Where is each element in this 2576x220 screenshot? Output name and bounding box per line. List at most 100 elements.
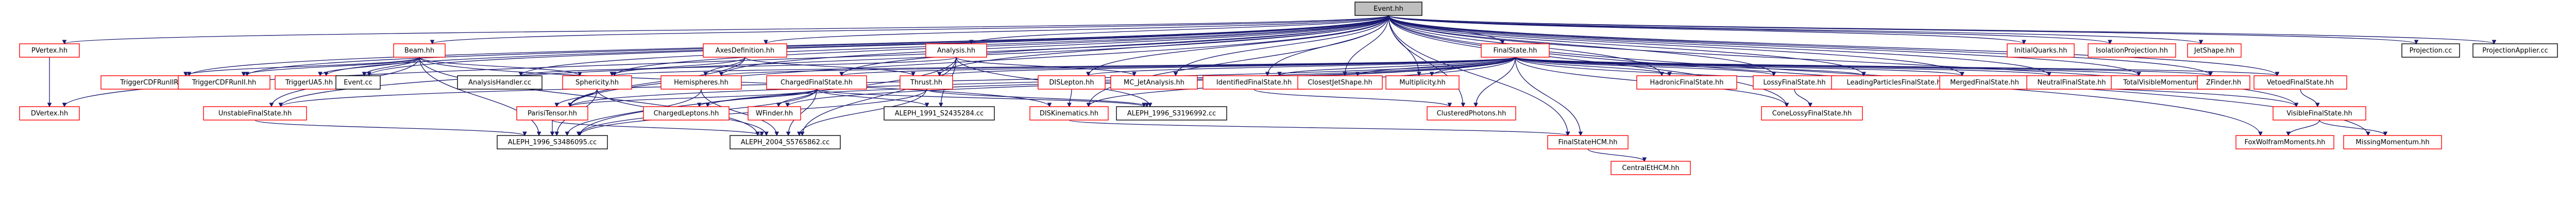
node-wfinder[interactable]: WFinder.hh — [748, 106, 801, 121]
node-jet-shape[interactable]: JetShape.hh — [2187, 43, 2242, 58]
node-dis-lepton[interactable]: DISLepton.hh — [1038, 75, 1106, 90]
node-label: FinalState.hh — [1494, 47, 1537, 55]
node-label: PVertex.hh — [31, 47, 67, 55]
node-box — [2026, 75, 2117, 90]
node-aleph-1996-s3196992[interactable]: ALEPH_1996_S3196992.cc — [1116, 106, 1227, 121]
node-vetoed-fs[interactable]: VetoedFinalState.hh — [2253, 75, 2347, 90]
edge-parisi-tensor-to-aleph-1996-s3486095 — [550, 120, 555, 137]
node-fox-wolfram[interactable]: FoxWolframMoments.hh — [2235, 135, 2334, 149]
node-label: Multiplicity.hh — [1399, 79, 1446, 87]
edge-charged-fs-to-charged-leptons — [697, 89, 817, 108]
node-label: ZFinder.hh — [2206, 79, 2241, 87]
node-projection-applier[interactable]: ProjectionApplier.cc — [2472, 43, 2558, 58]
edge-event-to-analysis — [969, 15, 1389, 45]
edge-arrow-icon — [1047, 103, 1052, 108]
node-multiplicity[interactable]: Multiplicity.hh — [1385, 75, 1460, 90]
edge-line — [1279, 57, 1516, 76]
edge-parisi-tensor-to-aleph-2004 — [552, 120, 765, 137]
node-unstable-fs[interactable]: UnstableFinalState.hh — [203, 106, 307, 121]
edge-hemispheres-to-aleph-1996-s3486095 — [565, 89, 702, 137]
node-closest-jet[interactable]: ClosestJetShape.hh — [1297, 75, 1383, 90]
edge-arrow-icon — [1132, 72, 1137, 77]
edge-line — [1388, 15, 1865, 76]
node-final-state[interactable]: FinalState.hh — [1481, 43, 1550, 58]
node-box — [335, 75, 381, 90]
edge-event-to-mc-jet — [1173, 15, 1389, 77]
node-lossy-fs[interactable]: LossyFinalState.hh — [1753, 75, 1836, 90]
node-label: TriggerCDFRunII.hh — [192, 79, 257, 87]
edge-arrow-icon — [536, 131, 541, 137]
edge-line — [368, 15, 1389, 76]
edge-line — [64, 15, 1389, 44]
edge-line — [1088, 15, 1389, 76]
node-beam[interactable]: Beam.hh — [393, 43, 446, 58]
node-axes-def[interactable]: AxesDefinition.hh — [703, 43, 787, 58]
node-missing-momentum[interactable]: MissingMomentum.hh — [2343, 135, 2442, 149]
node-dis-kinematics[interactable]: DISKinematics.hh — [1029, 106, 1109, 121]
node-charged-fs[interactable]: ChargedFinalState.hh — [766, 75, 867, 90]
node-neutral-fs[interactable]: NeutralFinalState.hh — [2026, 75, 2117, 90]
node-analysis[interactable]: Analysis.hh — [925, 43, 987, 58]
edge-line — [1388, 15, 2050, 76]
edge-event-to-projection-applier — [1388, 15, 2497, 45]
edge-arrow-icon — [2286, 131, 2291, 137]
edge-line — [701, 89, 777, 136]
node-label: ConeLossyFinalState.hh — [1772, 110, 1852, 117]
node-aleph-1991[interactable]: ALEPH_1991_S2435284.cc — [884, 106, 995, 121]
edge-event-to-event-cc — [367, 15, 1389, 77]
node-box — [19, 106, 80, 121]
node-event-cc[interactable]: Event.cc — [335, 75, 381, 90]
node-label: NeutralFinalState.hh — [2038, 79, 2106, 87]
node-leading-particles[interactable]: LeadingParticlesFinalState.hh — [1831, 75, 1961, 90]
node-final-state-hcm[interactable]: FinalStateHCM.hh — [1547, 135, 1629, 149]
edge-arrow-icon — [2315, 103, 2320, 108]
node-aleph-1996-s3486095[interactable]: ALEPH_1996_S3486095.cc — [497, 135, 608, 149]
node-isolation-proj[interactable]: IsolationProjection.hh — [2088, 43, 2176, 58]
node-dvertex[interactable]: DVertex.hh — [19, 106, 80, 121]
edge-arrow-icon — [550, 131, 555, 137]
node-central-ethcm[interactable]: CentralEtHCM.hh — [1611, 161, 1691, 175]
node-clustered-photons[interactable]: ClusteredPhotons.hh — [1427, 106, 1516, 121]
node-hemispheres[interactable]: Hemispheres.hh — [660, 75, 742, 90]
node-sphericity[interactable]: Sphericity.hh — [562, 75, 632, 90]
node-box — [2253, 75, 2347, 90]
node-box — [1297, 75, 1383, 90]
node-label: DISKinematics.hh — [1040, 110, 1098, 117]
node-label: ProjectionApplier.cc — [2482, 47, 2548, 55]
edge-event-to-initial-quarks — [1388, 15, 2026, 45]
node-identified-fs[interactable]: IdentifiedFinalState.hh — [1202, 75, 1306, 90]
node-box — [2401, 43, 2460, 58]
edge-arrow-icon — [1808, 103, 1812, 108]
node-thrust[interactable]: Thrust.hh — [900, 75, 953, 90]
node-box — [2343, 135, 2442, 149]
node-label: IdentifiedFinalState.hh — [1216, 79, 1292, 87]
node-label: Hemispheres.hh — [674, 79, 728, 87]
node-cone-lossy[interactable]: ConeLossyFinalState.hh — [1761, 106, 1863, 121]
node-label: ClusteredPhotons.hh — [1437, 110, 1506, 117]
node-aleph-2004[interactable]: ALEPH_2004_S5765862.cc — [730, 135, 841, 149]
edge-thrust-to-aleph-2004 — [797, 89, 927, 137]
node-merged-fs[interactable]: MergedFinalState.hh — [1939, 75, 2030, 90]
node-box — [497, 135, 608, 149]
node-box — [2273, 106, 2366, 121]
node-projection-cc[interactable]: Projection.cc — [2401, 43, 2460, 58]
edge-arrow-icon — [2294, 103, 2299, 108]
edge-line — [569, 57, 745, 107]
edge-line — [552, 120, 762, 136]
node-zfinder[interactable]: ZFinder.hh — [2197, 75, 2250, 90]
node-parisi-tensor[interactable]: ParisiTensor.hh — [516, 106, 588, 121]
node-hadronic-fs[interactable]: HadronicFinalState.hh — [1636, 75, 1737, 90]
node-label: DISLepton.hh — [1049, 79, 1094, 87]
edge-thrust-to-aleph-1996-s3196992 — [926, 89, 1149, 108]
node-charged-leptons[interactable]: ChargedLeptons.hh — [643, 106, 730, 121]
node-trig-ua5[interactable]: TriggerUA5.hh — [275, 75, 344, 90]
node-mc-jet[interactable]: MC_JetAnalysis.hh — [1110, 75, 1198, 90]
edge-line — [1388, 15, 1963, 76]
node-box — [275, 75, 344, 90]
node-analysis-handler[interactable]: AnalysisHandler.cc — [457, 75, 543, 90]
node-pvertex[interactable]: PVertex.hh — [19, 43, 80, 58]
node-initial-quarks[interactable]: InitialQuarks.hh — [2007, 43, 2075, 58]
node-trig-cdf-run2[interactable]: TriggerCDFRunII.hh — [178, 75, 270, 90]
node-visible-fs[interactable]: VisibleFinalState.hh — [2273, 106, 2366, 121]
node-box — [1547, 135, 1629, 149]
